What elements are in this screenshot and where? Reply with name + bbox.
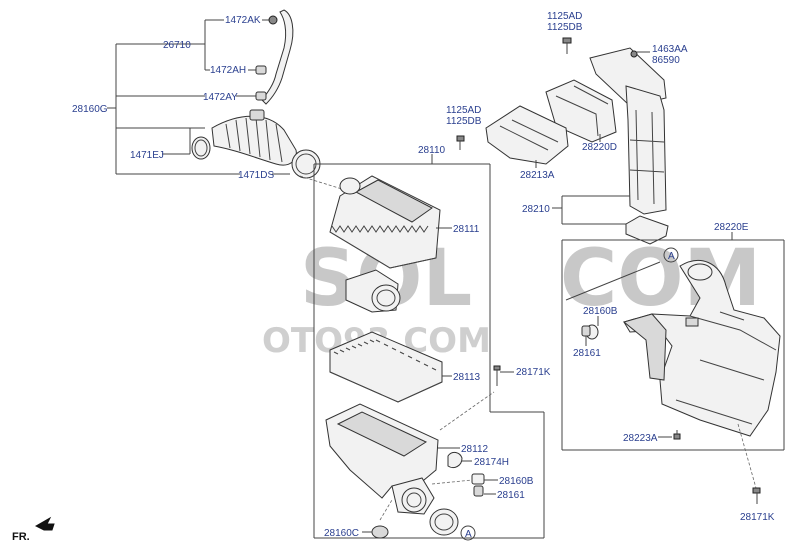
label-28171K-right: 28171K — [740, 512, 775, 523]
label-1463AA: 1463AA — [652, 44, 688, 55]
label-1125DB-top: 1125DB — [547, 22, 583, 33]
label-1125AD-top: 1125AD — [547, 11, 582, 22]
label-1471DS: 1471DS — [238, 170, 274, 181]
label-1472AH: 1472AH — [210, 65, 246, 76]
air-cleaner-body — [325, 403, 439, 515]
label-1472AK: 1472AK — [225, 15, 261, 26]
bracket-28213A — [485, 105, 569, 165]
bracket-28220D-upper — [589, 47, 667, 107]
intake-duct-28210 — [625, 85, 667, 215]
label-1472AY: 1472AY — [203, 92, 238, 103]
ref-circle-a-bottom — [460, 525, 476, 541]
insulator-28160B-center — [471, 473, 485, 485]
bolt-28171K-right — [752, 487, 761, 504]
bolt-1125-mid — [456, 135, 465, 150]
bracket-28210 — [552, 195, 630, 225]
label-28160C: 28160C — [324, 528, 359, 539]
label-28160G: 28160G — [72, 104, 108, 115]
front-label: FR. — [12, 531, 30, 543]
hose-clamp-1472AH — [255, 65, 267, 75]
label-1125AD-mid: 1125AD — [446, 105, 481, 116]
breather-hose — [261, 9, 294, 105]
hose-clamp-1472AK — [268, 15, 278, 25]
label-28160B-center: 28160B — [499, 476, 534, 487]
bolt-28223A — [673, 430, 681, 440]
ref-circle-a-top — [663, 247, 679, 263]
air-cleaner-cover — [329, 175, 441, 269]
label-28112: 28112 — [461, 444, 489, 455]
bushing-28161-center — [473, 485, 484, 497]
label-28213A: 28213A — [520, 170, 555, 181]
bolt-28171K-center — [493, 365, 501, 386]
bolt-1125-top — [562, 37, 572, 54]
label-1125DB-mid: 1125DB — [446, 116, 482, 127]
resonator-28220E — [622, 260, 781, 437]
label-28220D: 28220D — [582, 142, 617, 153]
label-28110: 28110 — [418, 145, 446, 156]
label-ref-a-bottom: A — [465, 529, 472, 540]
seal-ring — [625, 215, 669, 245]
filter-element — [329, 331, 443, 403]
label-26710: 26710 — [163, 40, 191, 51]
outlet-ring — [429, 508, 459, 536]
label-86590: 86590 — [652, 55, 680, 66]
intake-hose — [211, 109, 297, 166]
bracket-28110 — [313, 154, 545, 539]
bushing-28161-right — [581, 325, 591, 337]
label-28174H: 28174H — [474, 457, 509, 468]
mount-28160C — [371, 525, 389, 539]
label-28210: 28210 — [522, 204, 550, 215]
label-ref-a-top: A — [668, 251, 675, 262]
bracket-26710 — [204, 19, 224, 71]
label-28171K-center: 28171K — [516, 367, 551, 378]
label-28161-right: 28161 — [573, 348, 601, 359]
label-1471EJ: 1471EJ — [130, 150, 164, 161]
label-28111: 28111 — [453, 224, 480, 235]
label-28161-center: 28161 — [497, 490, 525, 501]
inlet-duct-piece — [345, 269, 401, 313]
front-arrow-icon — [34, 516, 55, 531]
hose-clamp-1472AY — [255, 91, 267, 101]
bracket-28220E — [561, 232, 785, 451]
label-28223A: 28223A — [623, 433, 658, 444]
label-28160B-right: 28160B — [583, 306, 618, 317]
clip-28174H — [447, 451, 463, 469]
label-28220E: 28220E — [714, 222, 749, 233]
label-28113: 28113 — [453, 372, 481, 383]
